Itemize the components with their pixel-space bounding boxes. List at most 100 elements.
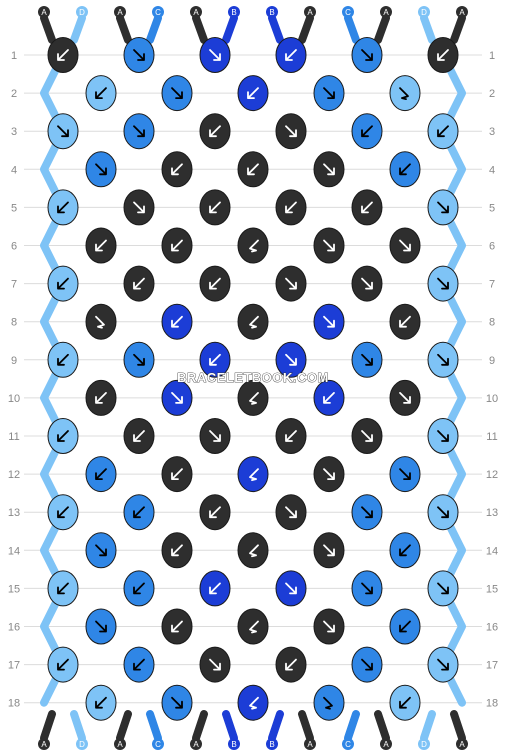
knot — [351, 189, 383, 226]
knot — [85, 456, 117, 493]
knot-arrow-icon — [133, 658, 145, 671]
knot-arrow-icon — [57, 658, 69, 671]
knot — [85, 75, 117, 112]
knot — [85, 684, 117, 721]
knot — [123, 646, 155, 683]
row-label-right: 14 — [486, 545, 498, 557]
row-label-right: 11 — [486, 431, 497, 443]
strand-label-top: C — [342, 6, 354, 18]
knot — [85, 608, 117, 645]
knot — [275, 189, 307, 226]
knot — [199, 646, 231, 683]
knot — [389, 684, 421, 721]
strand-label-dot — [418, 6, 430, 18]
row-label-left: 5 — [11, 202, 17, 214]
knot — [389, 75, 421, 112]
knot — [199, 189, 231, 226]
knot-arrow-icon — [133, 430, 145, 442]
knot — [351, 113, 383, 150]
knot-arrow-icon — [361, 506, 373, 519]
strand-stub-bottom — [450, 710, 466, 742]
strand-label-text: A — [117, 8, 123, 17]
knot-arrow-icon — [95, 87, 107, 99]
knot-arrow-icon — [133, 353, 145, 366]
knot-arrow-icon — [285, 582, 297, 595]
knot-arrow-icon — [361, 582, 373, 595]
strand-stub-top — [268, 14, 284, 44]
knot — [389, 456, 421, 493]
knot-arrow-icon — [361, 277, 373, 290]
knot-arrow-icon — [399, 544, 411, 557]
knot — [427, 265, 459, 302]
knot-arrow-icon — [249, 391, 259, 405]
knot-arrow-icon — [95, 239, 107, 252]
row-label-left: 15 — [8, 583, 20, 595]
strand-label-dot — [190, 738, 202, 750]
knot — [389, 227, 421, 264]
knot-arrow-icon — [57, 125, 69, 138]
strand-label-top: A — [456, 6, 468, 18]
knot — [313, 456, 345, 493]
knot-arrow-icon — [437, 582, 449, 595]
strand-label-text: B — [231, 8, 236, 17]
knot-arrow-icon — [323, 87, 335, 99]
strand-stub-top — [146, 14, 162, 44]
knot — [313, 379, 345, 416]
strand-label-top: A — [380, 6, 392, 18]
knot — [161, 532, 193, 569]
strand-stub-top — [40, 14, 56, 44]
knot-arrow-icon — [133, 506, 145, 519]
knot — [47, 189, 79, 226]
knot-arrow-icon — [361, 125, 373, 138]
knot — [237, 456, 269, 493]
strand-label-text: C — [155, 740, 161, 749]
knot — [427, 341, 459, 378]
knot — [427, 646, 459, 683]
strand-stub-top — [374, 14, 390, 44]
knot-arrow-icon — [209, 658, 221, 671]
knot-arrow-icon — [171, 468, 183, 481]
knot-arrow-icon — [171, 315, 183, 328]
knot-arrow-icon — [399, 391, 411, 404]
knot-arrow-icon — [285, 125, 297, 138]
strand-stub-bottom — [344, 710, 360, 742]
strand-label-text: B — [269, 8, 274, 17]
knot-arrow-icon — [209, 277, 221, 290]
knot — [123, 418, 155, 454]
strand-label-top: D — [76, 6, 88, 18]
knot-arrow-icon — [399, 239, 411, 252]
knot-arrow-icon — [171, 163, 183, 176]
strand-label-text: A — [307, 740, 313, 749]
strand-label-top: A — [304, 6, 316, 18]
knot — [237, 379, 269, 416]
row-label-left: 6 — [11, 241, 17, 253]
knot — [351, 494, 383, 531]
row-label-right: 5 — [489, 202, 495, 214]
knot-arrow-icon — [285, 430, 297, 442]
knot-arrow-icon — [95, 544, 107, 557]
strand-stub-top — [298, 14, 314, 44]
knot-arrow-icon — [95, 163, 107, 176]
knot — [85, 532, 117, 569]
strand-label-bottom: C — [342, 738, 354, 750]
knot — [85, 151, 117, 188]
knot — [313, 75, 345, 112]
row-label-left: 18 — [8, 698, 20, 710]
strand-label-text: A — [193, 8, 199, 17]
knot-arrow-icon — [57, 582, 69, 595]
row-label-right: 3 — [489, 126, 495, 138]
knot-arrow-icon — [57, 49, 69, 61]
strand-label-dot — [456, 738, 468, 750]
knot-arrow-icon — [171, 87, 183, 99]
knot-arrow-icon — [323, 239, 335, 252]
strand-label-bottom: A — [38, 738, 50, 750]
knot — [47, 418, 79, 454]
knot-arrow-icon — [249, 315, 259, 329]
strand-label-dot — [304, 6, 316, 18]
strand-label-top: A — [114, 6, 126, 18]
knot-arrow-icon — [361, 658, 373, 671]
knot-arrow-icon — [95, 315, 105, 329]
strand-label-text: B — [269, 740, 274, 749]
knot-arrow-icon — [285, 49, 297, 61]
strand-label-text: C — [155, 8, 161, 17]
